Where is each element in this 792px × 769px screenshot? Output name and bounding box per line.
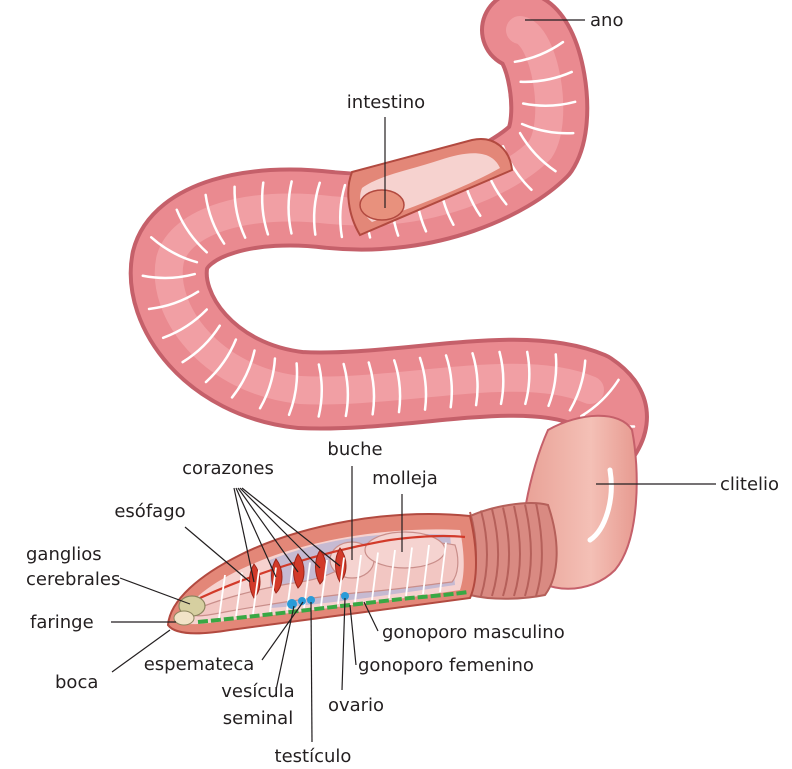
label-esofago: esófago — [114, 501, 185, 522]
label-ganglios-line2: cerebrales — [26, 569, 120, 590]
seminal-vesicle — [287, 599, 297, 609]
label-vesicula-line1: vesícula — [221, 681, 294, 702]
front-section-cutaway — [168, 514, 476, 633]
label-gonoporo-masculino: gonoporo masculino — [382, 622, 565, 643]
label-clitelio: clitelio — [720, 474, 779, 495]
label-ganglios-line1: ganglios — [26, 544, 102, 565]
label-ovario: ovario — [328, 695, 384, 716]
label-ano: ano — [590, 10, 623, 31]
label-faringe: faringe — [30, 612, 94, 633]
intestine-tube — [360, 190, 404, 220]
pharynx — [174, 611, 194, 625]
label-gonoporo-femenino: gonoporo femenino — [358, 655, 534, 676]
label-buche: buche — [327, 439, 382, 460]
label-boca: boca — [55, 672, 98, 693]
label-testiculo: testículo — [275, 746, 352, 767]
label-vesicula-line2: seminal — [223, 708, 293, 729]
label-intestino: intestino — [347, 92, 425, 113]
leader-ganglios — [120, 578, 190, 604]
label-corazones: corazones — [182, 458, 274, 479]
clitellum — [462, 416, 637, 599]
leader-testiculo — [311, 602, 312, 742]
label-espermateca: espemateca — [144, 654, 255, 675]
label-molleja: molleja — [372, 468, 438, 489]
